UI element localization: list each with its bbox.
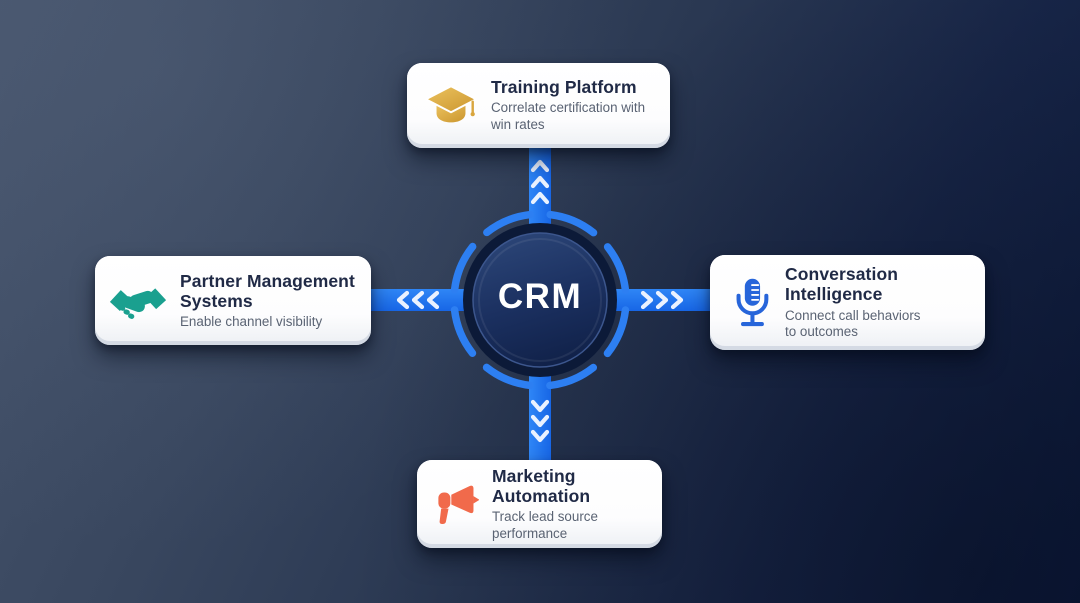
node-description: Enable channel visibility xyxy=(180,313,323,329)
chevrons-down-icon xyxy=(530,399,550,443)
node-card-marketing-automation: Marketing Automation Track lead source p… xyxy=(417,460,662,548)
hub-inner-rim xyxy=(478,238,602,362)
hub-circle xyxy=(472,232,608,368)
megaphone-icon xyxy=(431,482,479,526)
node-title: Conversation Intelligence xyxy=(785,264,899,305)
connector-bars xyxy=(366,140,714,464)
handshake-icon xyxy=(109,279,167,323)
connector-left xyxy=(366,289,472,311)
node-text: Training Platform Correlate certificatio… xyxy=(491,77,656,133)
node-title: Training Platform xyxy=(491,77,637,98)
graduation-cap-icon xyxy=(424,83,478,128)
chevrons-up-icon xyxy=(530,159,550,205)
node-card-partner-management: Partner Management Systems Enable channe… xyxy=(95,256,371,345)
chevrons-right-icon xyxy=(640,290,684,310)
node-text: Conversation Intelligence Connect call b… xyxy=(785,264,971,340)
node-title: Marketing Automation xyxy=(492,465,591,506)
microphone-icon xyxy=(732,277,772,329)
node-description: Track lead source performance xyxy=(492,509,598,541)
node-description: Correlate certification with win rates xyxy=(491,100,646,133)
node-description: Connect call behaviors to outcomes xyxy=(785,307,921,340)
connector-right xyxy=(608,289,714,311)
crm-hub-label: CRM xyxy=(497,277,583,316)
chevrons-left-icon xyxy=(396,290,440,310)
node-text: Marketing Automation Track lead source p… xyxy=(492,466,648,542)
node-card-training-platform: Training Platform Correlate certificatio… xyxy=(407,63,670,148)
node-title: Partner Management Systems xyxy=(180,270,355,311)
node-text: Partner Management Systems Enable channe… xyxy=(180,271,357,331)
node-card-conversation-intelligence: Conversation Intelligence Connect call b… xyxy=(710,255,985,350)
